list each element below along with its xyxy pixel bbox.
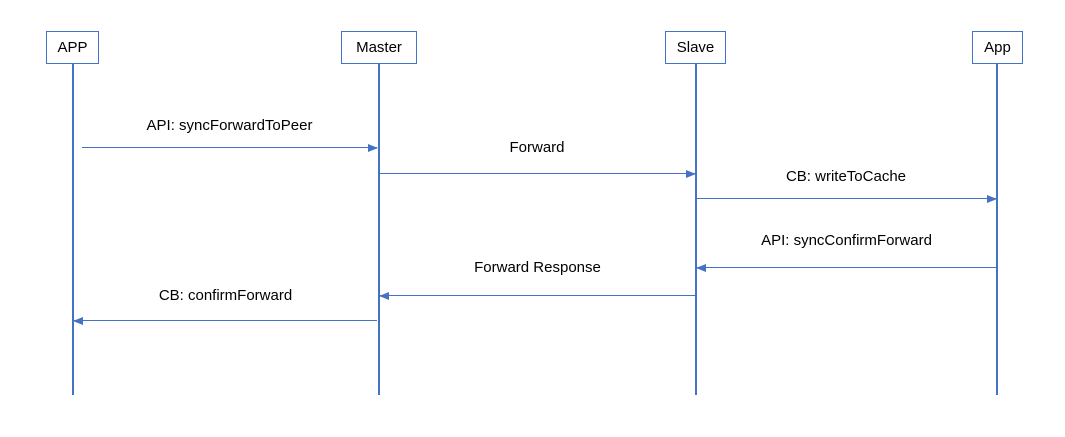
actor-box-master: Master bbox=[341, 31, 417, 64]
lifeline-slave bbox=[695, 64, 697, 395]
message-arrow-forward bbox=[379, 170, 696, 179]
actor-label: Slave bbox=[676, 39, 715, 56]
arrowhead-left-icon bbox=[379, 292, 389, 301]
actor-label: Master bbox=[356, 39, 402, 56]
arrowhead-left-icon bbox=[73, 317, 83, 326]
arrowhead-right-icon bbox=[987, 195, 997, 204]
arrowhead-right-icon bbox=[686, 170, 696, 179]
message-label-sync-forward-to-peer: API: syncForwardToPeer bbox=[146, 117, 313, 134]
message-label-write-to-cache: CB: writeToCache bbox=[785, 168, 907, 185]
message-arrow-forward-response bbox=[379, 292, 695, 301]
lifeline-master bbox=[378, 64, 380, 395]
arrowhead-right-icon bbox=[368, 144, 378, 153]
message-arrow-sync-confirm-forward bbox=[696, 264, 996, 273]
actor-label: APP bbox=[57, 39, 88, 56]
message-label-confirm-forward: CB: confirmForward bbox=[158, 287, 293, 304]
arrowhead-left-icon bbox=[696, 264, 706, 273]
message-label-forward: Forward bbox=[509, 139, 565, 156]
actor-label: App bbox=[984, 39, 1011, 56]
message-arrow-write-to-cache bbox=[696, 195, 997, 204]
message-arrow-confirm-forward bbox=[73, 317, 377, 326]
message-label-sync-confirm-forward: API: syncConfirmForward bbox=[761, 232, 932, 249]
actor-box-app-uppercase: APP bbox=[46, 31, 99, 64]
actor-box-app: App bbox=[972, 31, 1023, 64]
lifeline-app-uppercase bbox=[72, 64, 74, 395]
lifeline-app bbox=[996, 64, 998, 395]
actor-box-slave: Slave bbox=[665, 31, 726, 64]
message-label-forward-response: Forward Response bbox=[474, 259, 601, 276]
message-arrow-sync-forward-to-peer bbox=[82, 144, 378, 153]
